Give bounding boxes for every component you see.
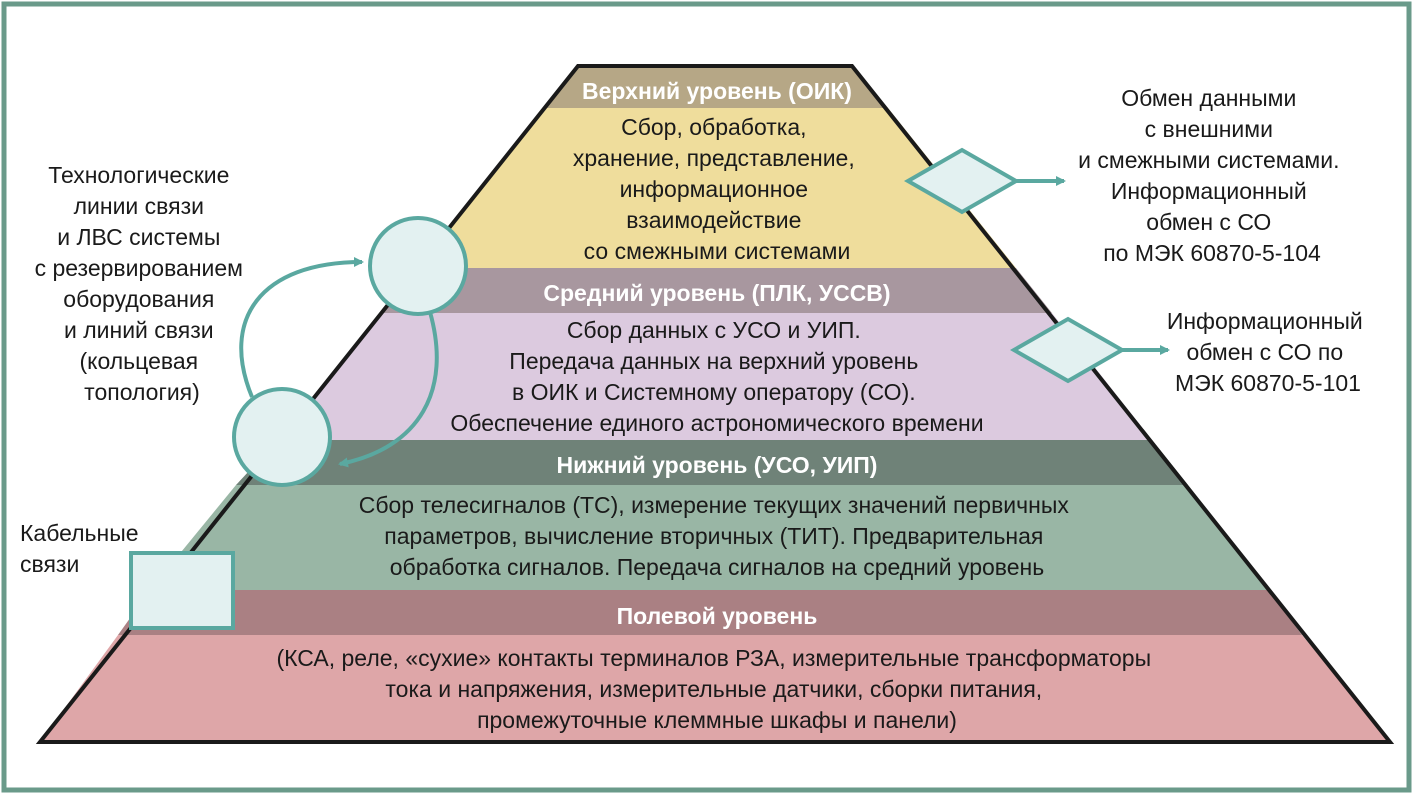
ring-topology-note-line: оборудования [63,286,214,312]
level-lower-line: обработка сигналов. Передача сигналов на… [390,554,1045,580]
pyramid [35,64,1395,744]
so-exchange-note-line: МЭК 60870-5-101 [1175,370,1361,396]
cable-note: Кабельные связи [20,520,145,577]
level-top-line: Сбор, обработка, [621,114,806,140]
cable-connection-box [129,551,235,630]
level-field-body [40,635,1390,742]
level-middle-line: в ОИК и Системному оператору (СО). [512,379,916,405]
level-lower-line: параметров, вычисление вторичных (ТИТ). … [384,523,1043,549]
ring-topology-note-line: Технологические [48,162,229,188]
level-top-title: Верхний уровень (ОИК) [582,78,852,104]
ring-node-upper [368,216,468,316]
external-exchange-note-line: Обмен данными [1121,85,1296,111]
level-field-title: Полевой уровень [617,603,818,629]
ring-topology-note-line: топология) [84,379,200,405]
so-exchange-note-line: обмен с СО по [1186,339,1343,365]
level-top-line: хранение, представление, [573,145,855,171]
level-top-line: информационное [620,176,808,202]
level-lower-body [150,485,1268,590]
ring-node-lower [232,387,332,487]
level-middle-title: Средний уровень (ПЛК, УССВ) [543,280,890,306]
pyramid-outline [35,64,1395,744]
cable-note-line: Кабельные [20,520,139,546]
ring-arc-down-arrow [338,311,439,468]
ring-arc-up-arrow [239,257,364,398]
level-field-header [118,590,1302,635]
level-lower-header [236,440,1188,485]
level-field-line: тока и напряжения, измерительные датчики… [385,676,1042,702]
external-exchange-note-line: и смежными системами. [1078,147,1339,173]
level-middle-line: Передача данных на верхний уровень [509,348,918,374]
so-exchange-note-line: Информационный [1167,308,1363,334]
external-exchange-note-line: Информационный [1111,178,1307,204]
level-top-line: со смежными системами [584,238,851,264]
level-middle-line: Обеспечение единого астрономического вре… [450,410,983,436]
external-exchange-note-line: с внешними [1145,116,1273,142]
level-field-description: (КСА, реле, «сухие» контакты терминалов … [276,645,1157,733]
level-top-line: взаимодействие [626,207,801,233]
level-middle-line: Сбор данных с УСО и УИП. [567,317,861,343]
external-exchange-note-line: обмен с СО [1146,209,1271,235]
ring-topology-note-line: и линий связи [64,317,214,343]
ring-topology-note-line: и ЛВС системы [57,224,220,250]
level-lower-description: Сбор телесигналов (ТС), измерение текущи… [359,492,1076,580]
level-top-body [417,108,1016,268]
ring-topology-note-line: линии связи [74,193,204,219]
level-middle-description: Сбор данных с УСО и УИП. Передача данных… [450,317,983,436]
so-exchange-note: Информационный обмен с СО по МЭК 60870-5… [1167,308,1369,396]
level-field-line: промежуточные клеммные шкафы и панели) [477,707,957,733]
level-middle-header [382,268,1052,313]
level-lower-line: Сбор телесигналов (ТС), измерение текущи… [359,492,1070,518]
external-exchange-note-line: по МЭК 60870-5-104 [1103,240,1321,266]
level-top-description: Сбор, обработка, хранение, представление… [573,114,861,264]
level-lower-title: Нижний уровень (УСО, УИП) [557,452,878,478]
ring-topology-note-line: с резервированием [35,255,243,281]
level-field-line: (КСА, реле, «сухие» контакты терминалов … [276,645,1151,671]
level-middle-body [278,313,1152,440]
level-top-header [547,66,888,108]
ring-topology-note: Технологические линии связи и ЛВС систем… [35,162,250,405]
ring-topology-note-line: (кольцевая [80,348,199,374]
external-exchange-note: Обмен данными с внешними и смежными сист… [1078,85,1346,266]
cable-note-line: связи [20,551,79,577]
